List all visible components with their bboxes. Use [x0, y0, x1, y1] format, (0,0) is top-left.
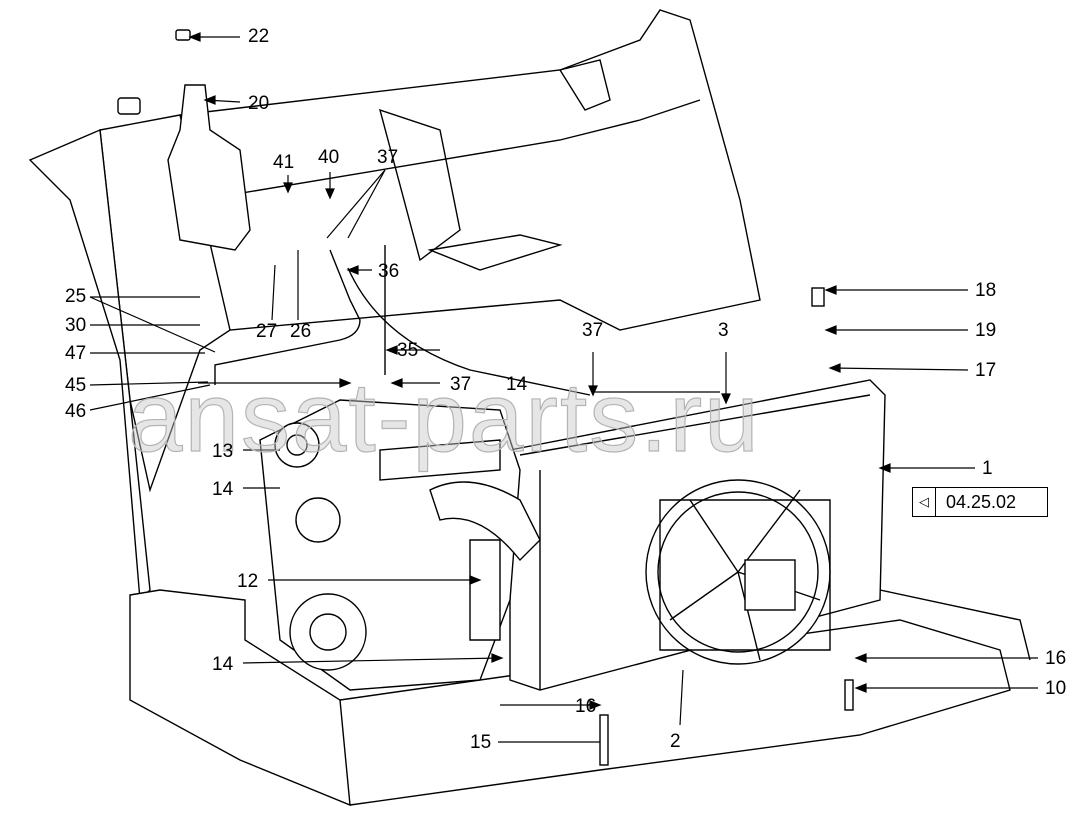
callout-37: 37 — [377, 147, 399, 168]
callout-12: 12 — [237, 571, 259, 592]
view-eye-icon: ◁ — [913, 488, 936, 516]
callout-16b: 16 — [1045, 648, 1067, 669]
callout-14c: 14 — [212, 654, 234, 675]
callout-2: 2 — [670, 731, 681, 752]
callout-26: 26 — [290, 321, 312, 342]
callout-3: 3 — [718, 320, 729, 341]
callout-14b: 14 — [212, 479, 234, 500]
callout-20: 20 — [248, 93, 270, 114]
callout-1: 1 — [982, 458, 993, 479]
callout-22: 22 — [248, 26, 270, 47]
callout-30: 30 — [65, 315, 87, 336]
callout-leaders — [89, 32, 1038, 743]
callout-35: 35 — [397, 340, 419, 361]
reference-label: 04.25.02 — [946, 491, 1017, 512]
callout-19: 19 — [975, 320, 997, 341]
reference-box[interactable]: ◁ 04.25.02 — [912, 487, 1048, 517]
engine — [259, 399, 541, 691]
callout-40: 40 — [318, 147, 340, 168]
callout-47: 47 — [65, 343, 87, 364]
callout-25: 25 — [65, 286, 87, 307]
callout-10: 10 — [1045, 678, 1067, 699]
coolant-tank — [167, 84, 251, 251]
callout-37c: 37 — [582, 320, 604, 341]
callout-45: 45 — [65, 375, 87, 396]
callout-46: 46 — [65, 401, 87, 422]
callout-16a: 16 — [575, 696, 597, 717]
callout-18: 18 — [975, 280, 997, 301]
callout-15: 15 — [470, 732, 492, 753]
watermark: ansat-parts.ru — [127, 362, 761, 472]
callout-27: 27 — [256, 321, 278, 342]
callout-14a: 14 — [506, 374, 528, 395]
callout-41: 41 — [273, 152, 295, 173]
callout-17: 17 — [975, 360, 997, 381]
callout-36: 36 — [378, 261, 400, 282]
callout-37b: 37 — [450, 374, 472, 395]
callout-13: 13 — [212, 441, 234, 462]
